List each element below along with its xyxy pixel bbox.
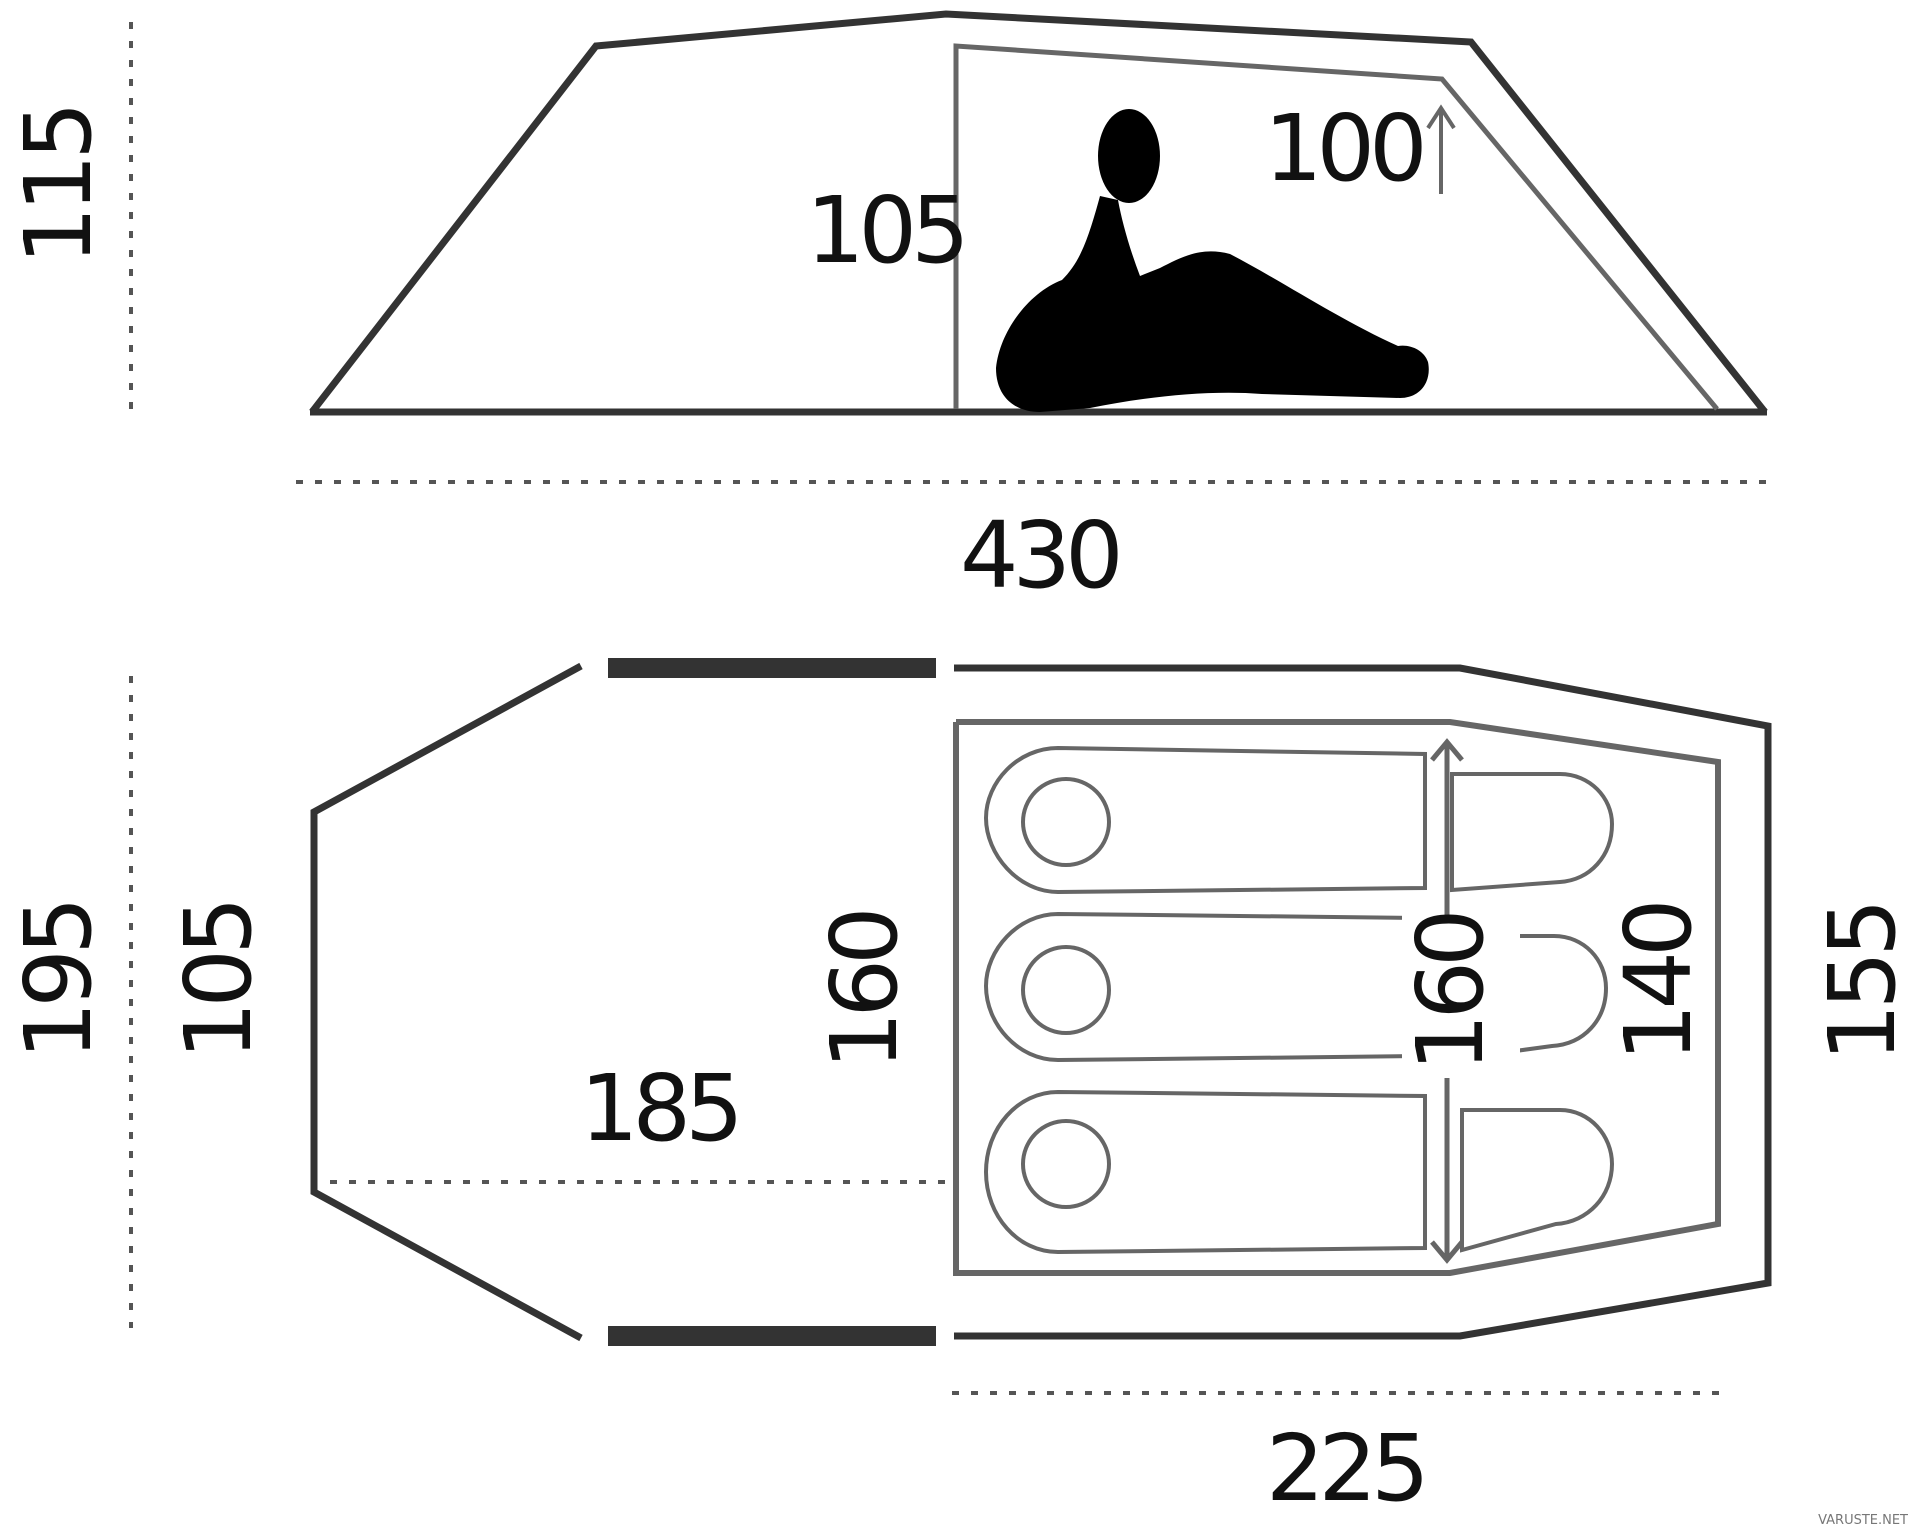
label-inner-length: 225 (1266, 1415, 1424, 1522)
floor-inner-tent-outline (953, 719, 1721, 1276)
floor-plan: 195 105 160 185 160 140 155 225 (5, 658, 1916, 1522)
side-outer-fly-outline (309, 10, 1768, 415)
label-height-inner-door: 105 (806, 177, 964, 284)
sleeping-bag-3 (983, 1089, 1615, 1255)
floor-outer-fly-left (310, 662, 583, 1342)
label-length-total: 430 (960, 502, 1118, 609)
floor-outer-fly-top (954, 664, 1772, 1340)
sleeping-bag-1-pillow-icon (1021, 777, 1111, 867)
sleeping-bag-2-pillow-icon (1021, 945, 1111, 1035)
watermark-text: VARUSTE.NET (1818, 1513, 1908, 1528)
label-width-vestibule-end: 105 (165, 902, 272, 1060)
side-inner-tent-outline (953, 43, 1719, 411)
label-height-outer: 115 (5, 107, 112, 265)
label-height-inner-apex: 100 (1264, 95, 1422, 202)
sleeping-bag-1 (983, 745, 1615, 895)
label-width-outer-end: 155 (1809, 904, 1916, 1062)
sleeping-bag-2 (983, 911, 1609, 1063)
label-vestibule-depth: 185 (580, 1055, 738, 1162)
side-apex-arrowhead (1426, 104, 1456, 130)
inner-width-arrow (1402, 738, 1520, 1264)
label-width-inner-door: 160 (811, 912, 918, 1070)
label-width-outer: 195 (5, 902, 112, 1060)
label-inner-width-mid: 160 (1397, 914, 1504, 1072)
side-view: 115 105 100 430 (5, 10, 1772, 609)
label-inner-width-end: 140 (1605, 904, 1712, 1062)
person-silhouette-icon (996, 109, 1429, 412)
sleeping-bag-3-pillow-icon (1021, 1119, 1111, 1209)
